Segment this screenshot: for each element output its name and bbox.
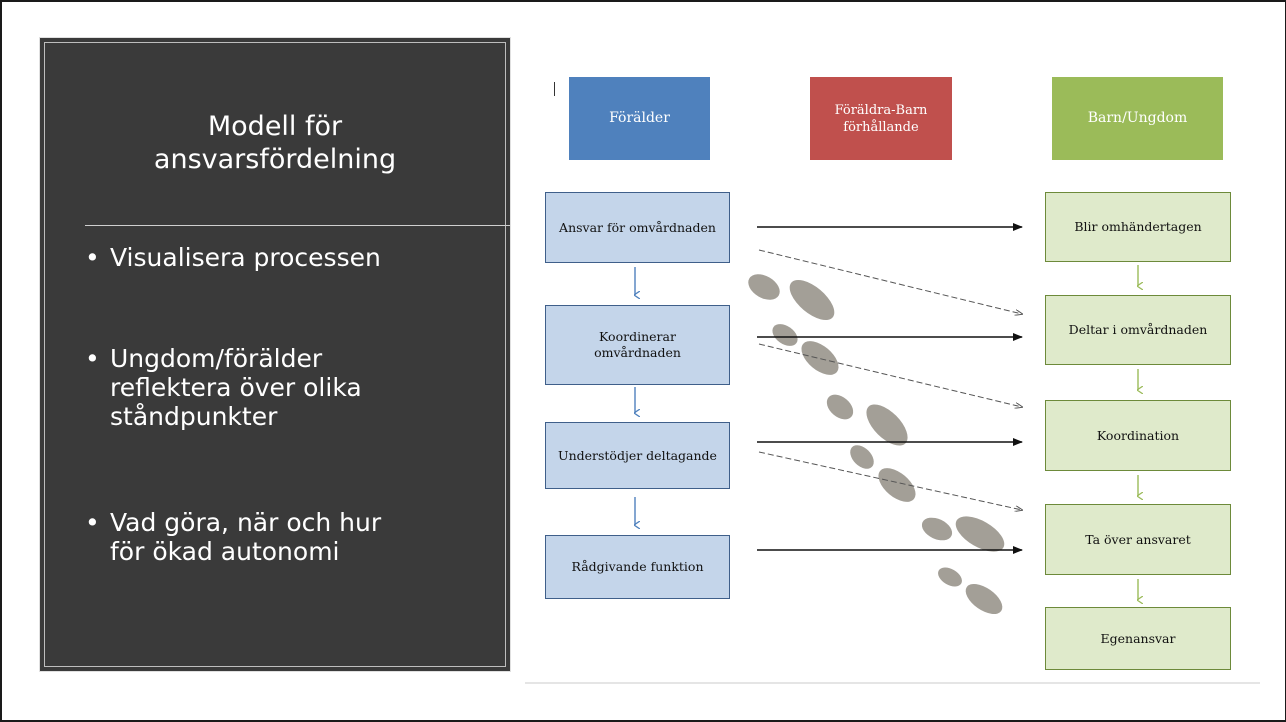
child-step-label: Blir omhändertagen	[1074, 219, 1202, 234]
header-parent-label: Förälder	[609, 110, 670, 126]
footprint-icon	[878, 468, 916, 502]
bullet-dot-icon: •	[85, 243, 100, 272]
child-step: Ta över ansvaret	[1045, 504, 1231, 575]
bullet-dot-icon: •	[85, 344, 100, 373]
footprint-icon	[826, 394, 854, 420]
parent-step: Koordinerar omvårdnaden	[545, 305, 730, 385]
footprint-icon	[850, 445, 874, 469]
bullet-item: • Vad göra, när och hur för ökad autonom…	[85, 508, 381, 566]
footprint-icon	[938, 567, 962, 587]
header-child: Barn/Ungdom	[1052, 77, 1223, 160]
footprint-icon	[801, 341, 839, 375]
bullet-text: Vad göra, när och hur för ökad autonomi	[110, 508, 382, 566]
bullet-item: • Ungdom/förälder reflektera över olika …	[85, 344, 362, 431]
footprint-icon	[789, 279, 835, 321]
title-divider	[85, 225, 510, 226]
diagram-bottom-divider	[525, 682, 1260, 684]
text-panel: Modell för ansvarsfördelning • Visualise…	[39, 37, 511, 672]
parent-step-label: Ansvar för omvårdnaden	[559, 219, 716, 235]
header-child-label: Barn/Ungdom	[1087, 110, 1188, 126]
parent-step: Understödjer deltagande	[545, 422, 730, 489]
bullet-dot-icon: •	[85, 508, 100, 537]
child-step-label: Deltar i omvårdnaden	[1068, 322, 1208, 337]
bullet-item: • Visualisera processen	[85, 243, 381, 272]
footprints-graphic	[748, 274, 1005, 615]
bullet-text: Ungdom/förälder reflektera över olika st…	[110, 344, 362, 431]
parent-step-label: Rådgivande funktion	[571, 559, 704, 574]
child-step-label: Egenansvar	[1100, 630, 1176, 646]
parent-step: Rådgivande funktion	[545, 535, 730, 599]
footprint-icon	[748, 274, 780, 300]
header-parent: Förälder	[569, 77, 710, 160]
parent-step-label: Koordinerar omvårdnaden	[594, 329, 681, 360]
child-step-label: Koordination	[1096, 427, 1180, 443]
footprint-icon	[965, 583, 1003, 615]
header-relation-label: Föräldra-Barn förhållande	[834, 102, 928, 135]
header-relation: Föräldra-Barn förhållande	[810, 77, 952, 160]
dashed-arrow-connector	[758, 343, 1022, 407]
child-step: Deltar i omvårdnaden	[1045, 295, 1231, 365]
footprint-icon	[772, 324, 798, 346]
parent-step: Ansvar för omvårdnaden	[545, 192, 730, 263]
child-step: Koordination	[1045, 400, 1231, 471]
child-step: Blir omhändertagen	[1045, 192, 1231, 262]
parent-step-label: Understödjer deltagande	[558, 447, 717, 463]
text-cursor-mark	[554, 82, 555, 96]
dashed-arrow-connector	[758, 249, 1022, 314]
footprint-icon	[921, 517, 953, 541]
child-step: Egenansvar	[1045, 607, 1231, 670]
bullet-text: Visualisera processen	[110, 243, 381, 272]
footprint-icon	[866, 404, 908, 446]
child-step-label: Ta över ansvaret	[1085, 531, 1191, 547]
panel-title: Modell för ansvarsfördelning	[153, 111, 397, 175]
footprint-icon	[955, 516, 1005, 552]
